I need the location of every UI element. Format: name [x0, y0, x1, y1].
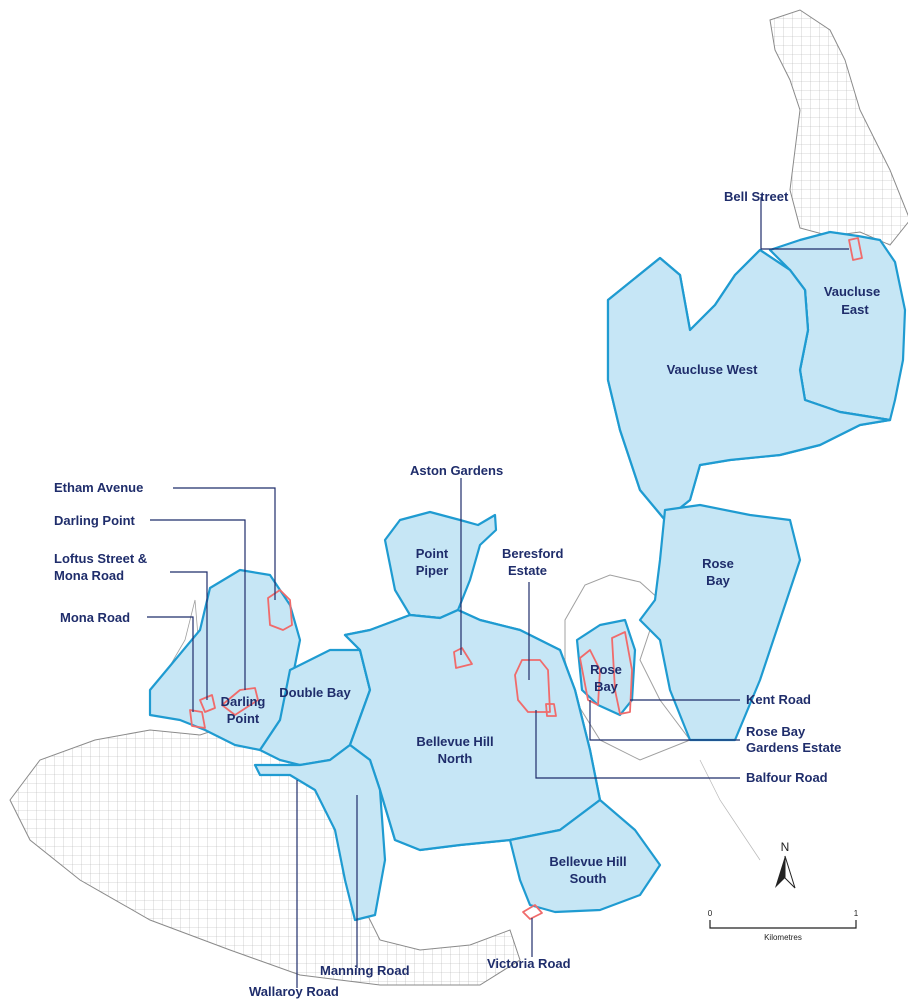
label-point-piper-2: Piper	[416, 563, 449, 578]
scale-bar-line	[709, 920, 857, 929]
heritage-mona-road	[189, 709, 206, 729]
callout-loftus-mona-1: Loftus Street &	[54, 551, 147, 566]
callout-balfour-road: Balfour Road	[746, 770, 828, 785]
north-arrow-label: N	[781, 840, 790, 854]
precinct-areas	[148, 230, 907, 922]
label-rose-bay-inner-2: Bay	[594, 679, 619, 694]
north-arrow-left-half	[775, 856, 785, 888]
callout-manning-road: Manning Road	[320, 963, 410, 978]
callout-labels: Bell Street Etham Avenue Darling Point L…	[54, 189, 841, 999]
label-bellevue-hill-south-2: South	[570, 871, 607, 886]
label-bellevue-hill-south-1: Bellevue Hill	[549, 854, 626, 869]
callout-rose-bay-gardens-2: Gardens Estate	[746, 740, 841, 755]
heritage-darling-point	[221, 687, 259, 716]
callout-rose-bay-gardens-1: Rose Bay	[746, 724, 806, 739]
north-arrow: N	[775, 840, 796, 889]
north-arrow-right-half	[784, 855, 796, 889]
label-darling-point-1: Darling	[221, 694, 266, 709]
label-vaucluse-east-1: Vaucluse	[824, 284, 880, 299]
callout-darling-point: Darling Point	[54, 513, 136, 528]
heritage-items	[189, 237, 863, 920]
callout-leaders	[147, 197, 849, 988]
heritage-balfour-road	[545, 703, 557, 717]
label-vaucluse-east-2: East	[841, 302, 869, 317]
label-rose-bay-1: Rose	[702, 556, 734, 571]
heritage-kent-road	[611, 631, 633, 715]
callout-loftus-mona-2: Mona Road	[54, 568, 124, 583]
callout-bell-street: Bell Street	[724, 189, 789, 204]
label-darling-point-2: Point	[227, 711, 260, 726]
scale-bar: 0 1 Kilometres	[708, 909, 859, 942]
scale-start-label: 0	[708, 909, 713, 918]
label-vaucluse-west: Vaucluse West	[667, 362, 758, 377]
heritage-bell-street	[848, 237, 863, 261]
callout-beresford-estate-2: Estate	[508, 563, 547, 578]
scale-unit-label: Kilometres	[764, 933, 802, 942]
callout-mona-road: Mona Road	[60, 610, 130, 625]
callout-beresford-estate-1: Beresford	[502, 546, 563, 561]
heritage-victoria-road	[522, 904, 543, 920]
label-bellevue-hill-north-1: Bellevue Hill	[416, 734, 493, 749]
label-double-bay: Double Bay	[279, 685, 351, 700]
label-bellevue-hill-north-2: North	[438, 751, 473, 766]
precinct-manning-wallaroy	[253, 743, 387, 922]
heritage-etham-avenue	[267, 589, 293, 631]
label-rose-bay-inner-1: Rose	[590, 662, 622, 677]
heritage-aston-gardens	[453, 647, 473, 669]
label-rose-bay-2: Bay	[706, 573, 731, 588]
callout-etham-avenue: Etham Avenue	[54, 480, 143, 495]
scale-end-label: 1	[854, 909, 859, 918]
callout-kent-road: Kent Road	[746, 692, 811, 707]
precinct-bellevue-hill-south	[508, 798, 662, 914]
label-point-piper-1: Point	[416, 546, 449, 561]
callout-wallaroy-road: Wallaroy Road	[249, 984, 339, 999]
heritage-beresford-estate	[514, 659, 551, 713]
callout-aston-gardens: Aston Gardens	[410, 463, 503, 478]
precinct-labels: Vaucluse East Vaucluse West Rose Bay Ros…	[221, 284, 881, 886]
callout-victoria-road: Victoria Road	[487, 956, 571, 971]
heritage-rose-bay-gardens	[579, 649, 601, 706]
heritage-loftus-mona	[199, 694, 216, 713]
